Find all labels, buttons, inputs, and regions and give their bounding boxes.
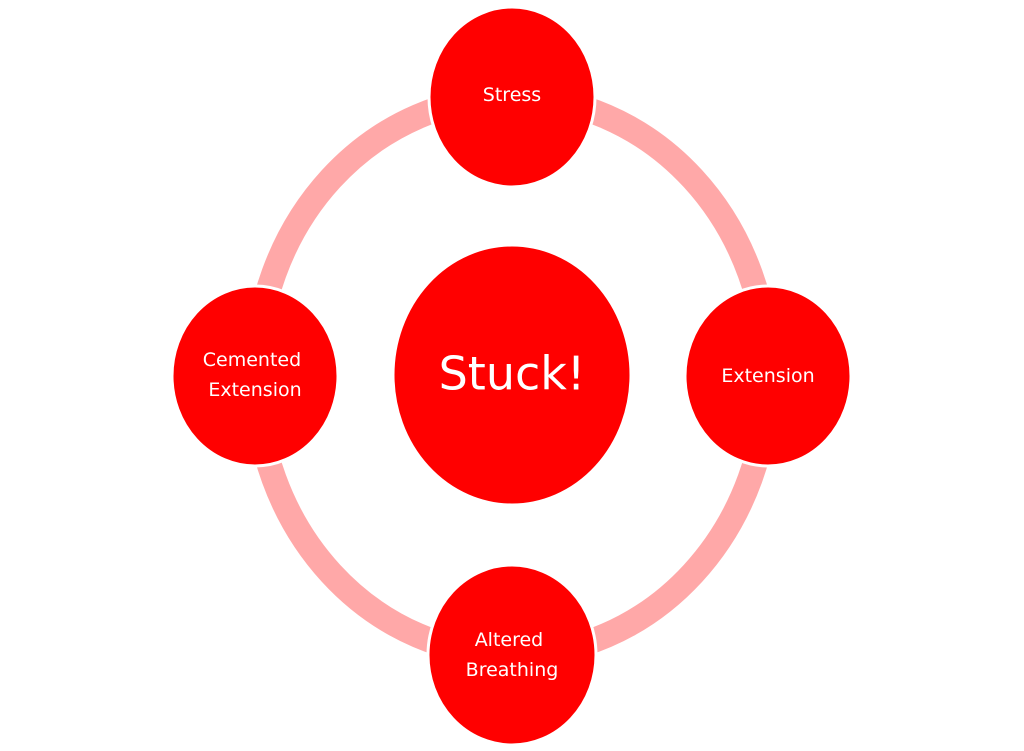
node-altered-breathing-label: Altered Breathing [466,629,559,681]
node-cemented-extension-circle [170,284,340,468]
node-extension-label: Extension [721,365,814,387]
node-cemented-extension: Cemented Extension [170,284,340,468]
center-node-label: Stuck! [439,347,586,401]
node-cemented-extension-line-2: Extension [208,379,301,401]
center-node-circle [391,243,633,507]
center-node: Stuck! [391,243,633,507]
node-cemented-extension-line-1: Cemented [203,349,301,371]
node-stress: Stress [427,5,597,189]
node-altered-breathing-line-1: Altered [475,629,544,651]
node-altered-breathing-line-2: Breathing [466,659,559,681]
node-stress-circle [427,5,597,189]
node-extension: Extension [683,284,853,468]
node-extension-line-1: Extension [721,365,814,387]
node-stress-line-1: Stress [483,84,541,106]
node-extension-circle [683,284,853,468]
node-stress-label: Stress [483,84,541,106]
node-cemented-extension-label: Cemented Extension [203,349,307,401]
node-altered-breathing-circle [426,563,598,747]
node-altered-breathing: Altered Breathing [426,563,598,747]
